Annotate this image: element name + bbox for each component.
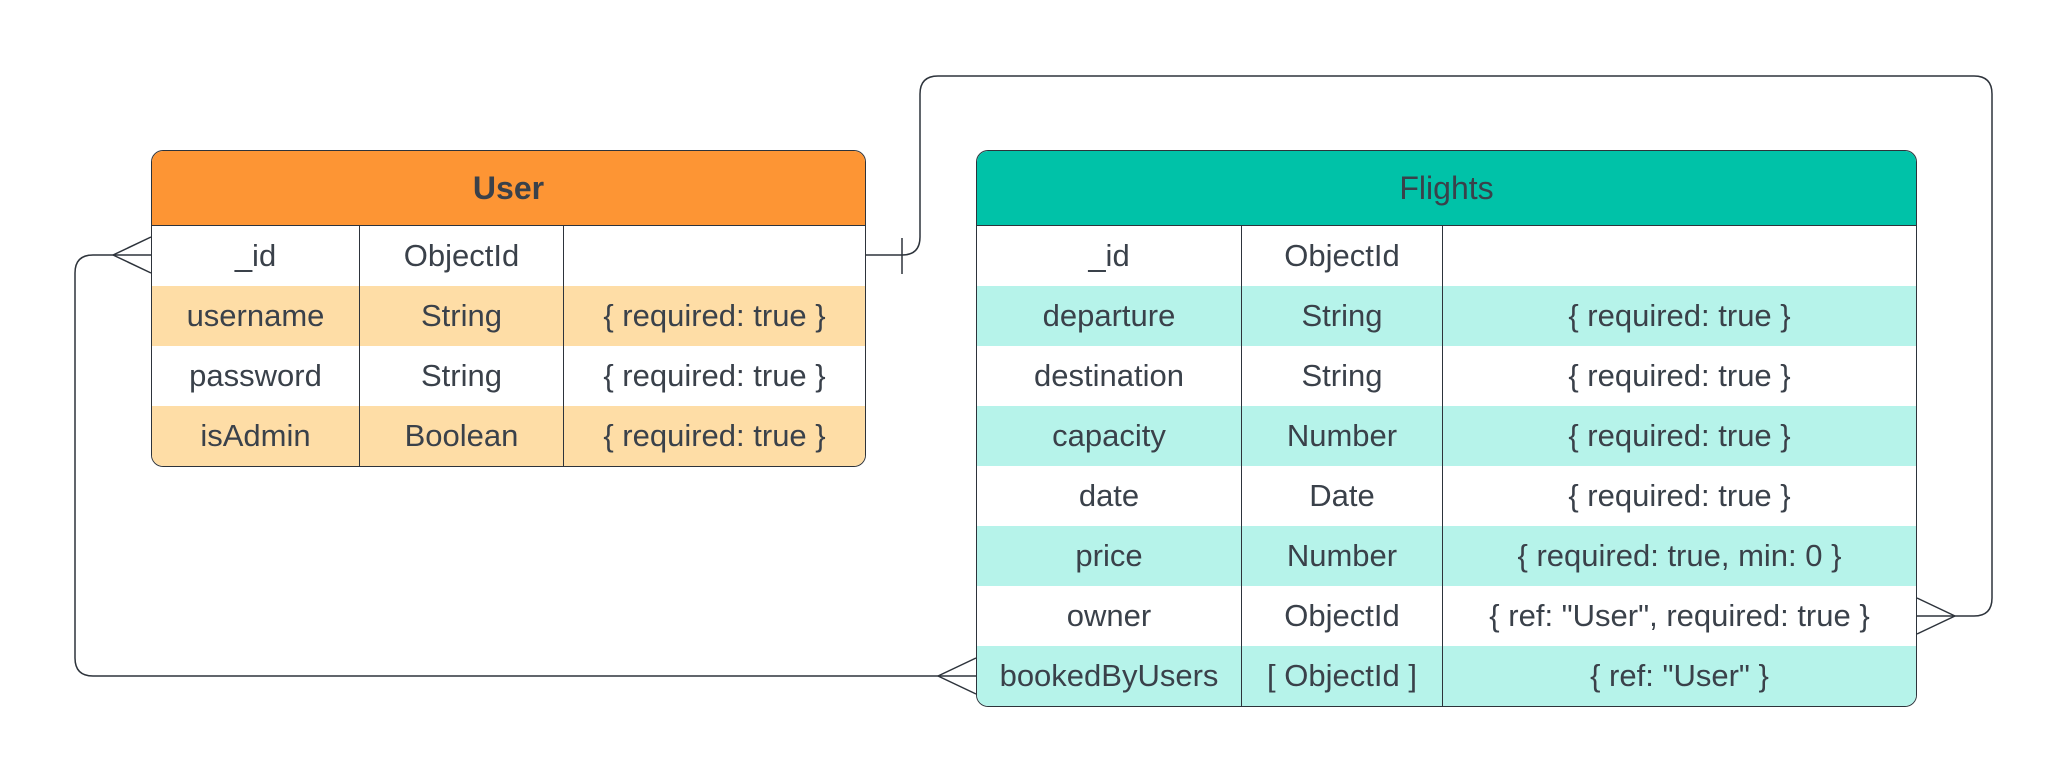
owner-relationship-line <box>866 75 1993 617</box>
field-options-cell: { required: true } <box>1442 466 1916 526</box>
field-options-cell: { required: true } <box>563 346 865 406</box>
field-name-cell: destination <box>1034 358 1184 393</box>
field-name-cell: username <box>186 298 325 333</box>
flights-table-header: Flights <box>977 151 1916 226</box>
field-type-cell: String <box>1241 286 1442 346</box>
field-name-cell: capacity <box>1052 418 1166 453</box>
flights-table-title: Flights <box>1399 169 1494 206</box>
field-type-cell: Number <box>1241 406 1442 466</box>
field-type-cell: Number <box>1241 526 1442 586</box>
bookedbyusers-relationship-line <box>74 254 976 677</box>
field-row: owner ObjectId{ ref: "User", required: tr… <box>977 586 1916 646</box>
field-row: bookedByUsers [ ObjectId ]{ ref: "User" } <box>977 646 1916 706</box>
field-name-cell: password <box>189 358 322 393</box>
field-name-cell: isAdmin <box>200 418 311 453</box>
user-table-title: User <box>472 169 545 206</box>
field-options-cell: { required: true } <box>563 286 865 346</box>
field-type-cell: ObjectId <box>1241 586 1442 646</box>
owner-many-marker <box>1916 597 1956 635</box>
field-row: destination String{ required: true } <box>977 346 1916 406</box>
field-row: isAdmin Boolean{ required: true } <box>152 406 865 466</box>
field-name-cell: _id <box>1088 238 1130 273</box>
field-row: password String{ required: true } <box>152 346 865 406</box>
field-row: departure String{ required: true } <box>977 286 1916 346</box>
field-options-cell <box>563 226 865 286</box>
field-options-cell: { required: true } <box>1442 346 1916 406</box>
field-options-cell: { required: true, min: 0 } <box>1442 526 1916 586</box>
field-name-cell: price <box>1075 538 1143 573</box>
field-row: _id ObjectId <box>977 226 1916 286</box>
field-type-cell: Date <box>1241 466 1442 526</box>
field-type-cell: ObjectId <box>359 226 563 286</box>
field-row: price Number{ required: true, min: 0 } <box>977 526 1916 586</box>
field-name-cell: owner <box>1066 598 1152 633</box>
field-type-cell: [ ObjectId ] <box>1241 646 1442 706</box>
field-type-cell: Boolean <box>359 406 563 466</box>
field-options-cell: { required: true } <box>1442 286 1916 346</box>
field-name-cell: departure <box>1042 298 1176 333</box>
field-type-cell: ObjectId <box>1241 226 1442 286</box>
field-type-cell: String <box>359 346 563 406</box>
field-name-cell: _id <box>234 238 277 273</box>
field-type-cell: String <box>359 286 563 346</box>
field-name-cell: bookedByUsers <box>999 658 1219 693</box>
field-type-cell: String <box>1241 346 1442 406</box>
field-options-cell: { required: true } <box>563 406 865 466</box>
field-row: date Date{ required: true } <box>977 466 1916 526</box>
field-row: _id ObjectId <box>152 226 865 286</box>
user-id-many-marker <box>112 236 152 274</box>
field-name-cell: date <box>1078 478 1140 513</box>
field-row: capacity Number{ required: true } <box>977 406 1916 466</box>
bookedbyusers-many-marker <box>937 657 977 695</box>
field-options-cell <box>1442 226 1916 286</box>
user-table-header: User <box>152 151 865 226</box>
field-options-cell: { ref: "User", required: true } <box>1442 586 1916 646</box>
field-options-cell: { required: true } <box>1442 406 1916 466</box>
field-row: username String{ required: true } <box>152 286 865 346</box>
field-options-cell: { ref: "User" } <box>1442 646 1916 706</box>
